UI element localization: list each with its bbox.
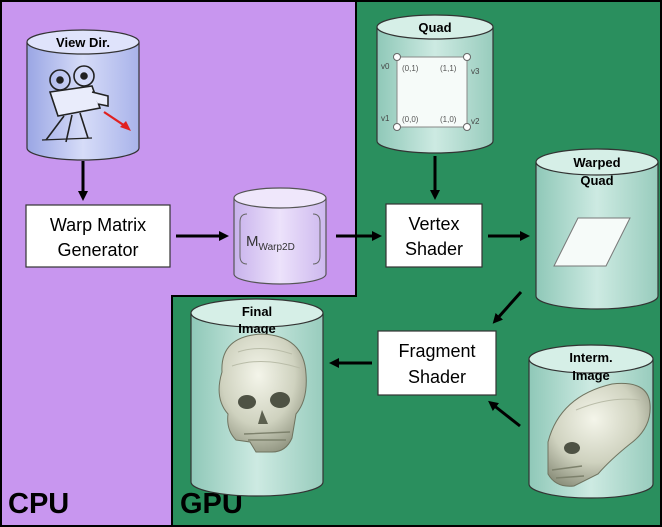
vertex-v2-dot: [463, 123, 471, 131]
warp-matrix-line2: Generator: [57, 240, 138, 260]
vertex-v0-label: v0: [381, 62, 390, 71]
interm-image-line1: Interm.: [569, 350, 612, 365]
skull-render-final: [218, 333, 307, 453]
fragment-shader-line2: Shader: [408, 367, 466, 387]
warped-quad-cylinder: Warped Quad: [535, 148, 659, 310]
quad-title: Quad: [418, 20, 451, 35]
arrow-intermimage-to-fragmentshader: [488, 400, 521, 428]
quad-cylinder: Quad v0 v3 v1 v2 (0,1) (1,1) (0,0) (1,0): [376, 14, 494, 154]
final-image-line1: Final: [242, 304, 272, 319]
warped-parallelogram: [553, 217, 631, 267]
vertex-v1-dot: [393, 123, 401, 131]
vertex-v1-label: v1: [381, 114, 390, 123]
arrow-warpedquad-to-fragmentshader: [492, 291, 523, 324]
quad-square: [396, 56, 468, 128]
uv-bottom-right: (1,0): [440, 115, 457, 124]
vertex-shader-box: Vertex Shader: [385, 203, 483, 268]
m-warp2d-cylinder: MWarp2D: [233, 187, 327, 285]
cpu-label: CPU: [8, 488, 69, 520]
m-warp2d-label: MWarp2D: [246, 233, 295, 253]
warp-matrix-generator-box: Warp Matrix Generator: [25, 204, 171, 268]
vertex-shader-line1: Vertex: [408, 214, 459, 234]
vertex-v2-label: v2: [471, 117, 480, 126]
fragment-shader-line1: Fragment: [398, 341, 475, 361]
view-direction-arrowhead: [120, 121, 131, 131]
view-dir-cylinder: View Dir.: [26, 29, 140, 161]
vertex-shader-line2: Shader: [405, 239, 463, 259]
warp-matrix-line1: Warp Matrix: [50, 215, 146, 235]
vertex-v3-dot: [463, 53, 471, 61]
warped-quad-line2: Quad: [580, 173, 613, 188]
interm-image-line2: Image: [572, 368, 610, 383]
final-image-cylinder: Final Image: [190, 298, 324, 497]
vertex-v0-dot: [393, 53, 401, 61]
interm-image-cylinder: Interm. Image: [528, 344, 654, 499]
view-dir-title: View Dir.: [56, 35, 110, 50]
fragment-shader-box: Fragment Shader: [377, 330, 497, 396]
warped-quad-line1: Warped: [573, 155, 620, 170]
final-image-line2: Image: [238, 321, 276, 336]
uv-bottom-left: (0,0): [402, 115, 419, 124]
skull-render-interm: [547, 382, 651, 487]
flow-arrows: [78, 156, 530, 428]
vertex-v3-label: v3: [471, 67, 480, 76]
uv-top-left: (0,1): [402, 64, 419, 73]
uv-top-right: (1,1): [440, 64, 457, 73]
camera-icon: [41, 65, 109, 143]
